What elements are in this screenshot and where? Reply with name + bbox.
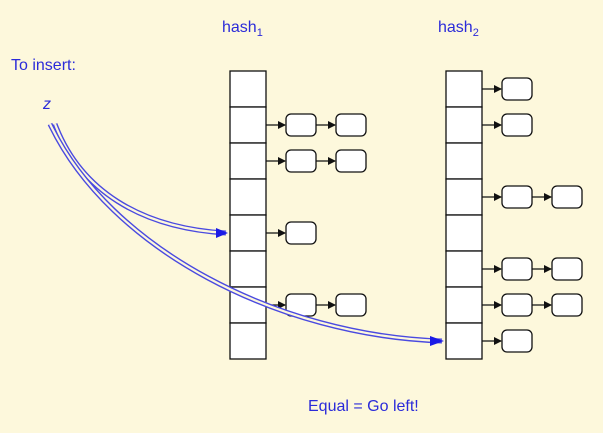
hash1-chain-node [335, 149, 367, 173]
hash1-slot-7 [229, 322, 267, 360]
footer-note: Equal = Go left! [308, 398, 419, 415]
hash2-chain-node [501, 329, 533, 353]
hash1-slot-3 [229, 178, 267, 216]
hash2-chain-node [551, 293, 583, 317]
hash2-chain-node [501, 185, 533, 209]
hash2-title-sub: 2 [472, 27, 479, 40]
hash1-slot-5 [229, 250, 267, 288]
hash2-chain-node [551, 257, 583, 281]
hash2-chain-node [501, 77, 533, 101]
hash2-slot-2 [445, 142, 483, 180]
insert-item-z: z [43, 96, 51, 113]
hash2-slot-7 [445, 322, 483, 360]
hash1-slot-0 [229, 70, 267, 108]
insert-arrows [47, 122, 444, 346]
hash2-slot-1 [445, 106, 483, 144]
hash1-chain-node [335, 293, 367, 317]
hash2-slot-0 [445, 70, 483, 108]
hash2-chain-node [501, 257, 533, 281]
hash2-table [445, 70, 583, 360]
insert-arrowhead-2 [430, 336, 444, 346]
to-insert-label: To insert: [11, 57, 76, 74]
insert-curve-inner-1 [53, 123, 227, 235]
hash2-slot-5 [445, 250, 483, 288]
hash2-chain-node [501, 293, 533, 317]
hash2-title-base: hash [438, 19, 473, 36]
hash2-slot-3 [445, 178, 483, 216]
hash1-chain-node [335, 113, 367, 137]
hash2-slot-4 [445, 214, 483, 252]
hash2-slot-6 [445, 286, 483, 324]
hash1-slot-4 [229, 214, 267, 252]
hash2-title: hash2 [438, 19, 479, 39]
hash2-chain-node [551, 185, 583, 209]
insert-arrowhead-1 [216, 228, 228, 238]
hash1-chain-node [285, 113, 317, 137]
insert-curve-inner-2 [49, 123, 443, 343]
hash1-slot-2 [229, 142, 267, 180]
hash1-table [229, 70, 367, 360]
hash2-chain-node [501, 113, 533, 137]
hash1-chain-node [285, 149, 317, 173]
hash1-chain-node [285, 221, 317, 245]
hash1-title: hash1 [222, 19, 263, 39]
hash1-title-base: hash [222, 19, 257, 36]
hash1-title-sub: 1 [256, 27, 263, 40]
hash1-slot-1 [229, 106, 267, 144]
insert-curve-outline-1 [52, 123, 227, 236]
